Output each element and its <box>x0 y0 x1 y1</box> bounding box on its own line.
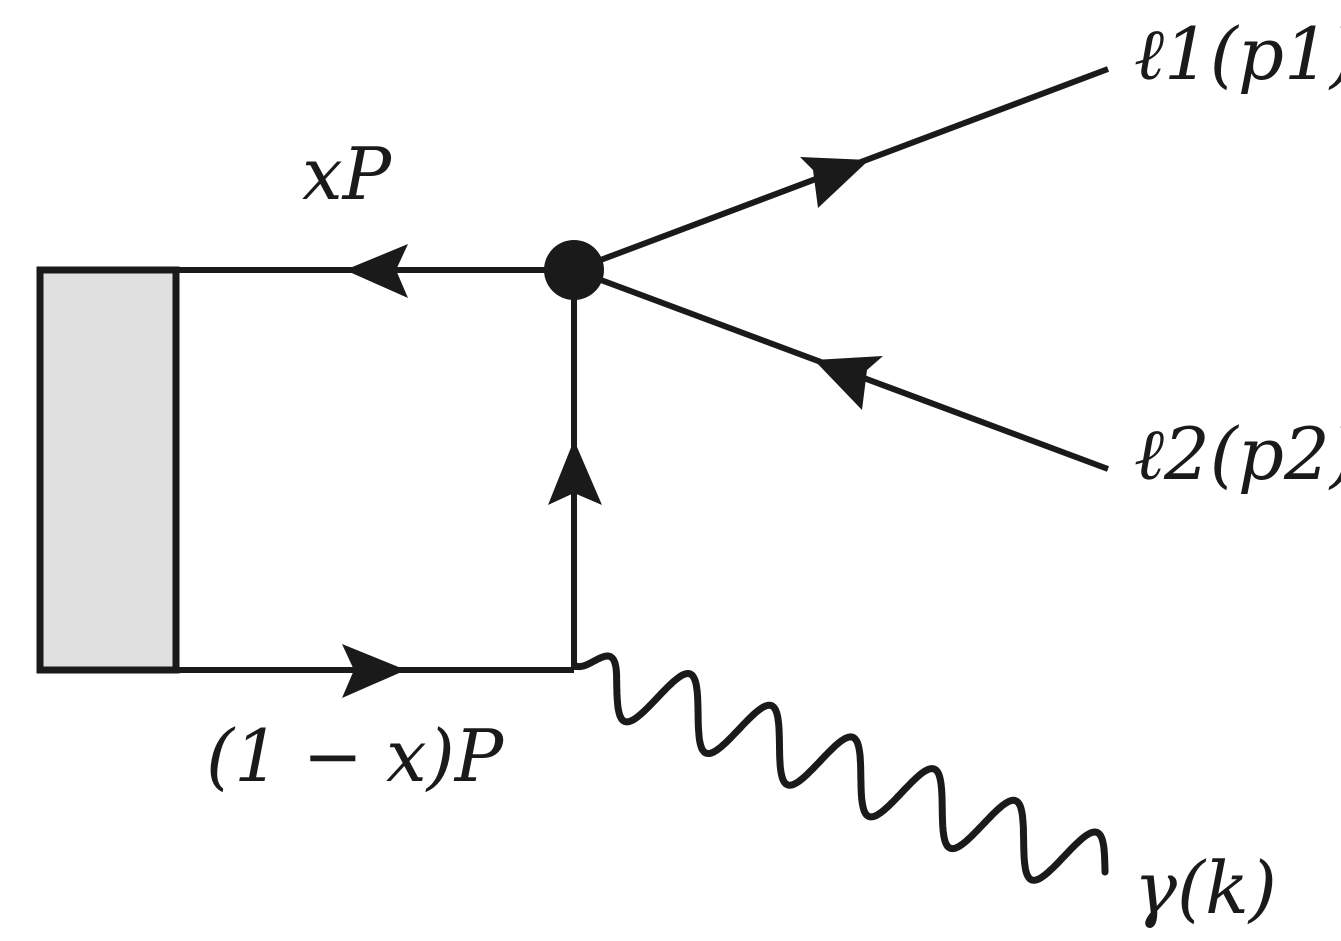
photon-line <box>572 652 1109 884</box>
label-one-minus-x-p: (1 − x)P <box>206 714 504 798</box>
arrow-up-icon <box>548 440 602 505</box>
label-xp: xP <box>302 132 392 216</box>
hadron-blob <box>36 266 180 674</box>
label-photon: γ(k) <box>1134 846 1277 930</box>
arrow-right-icon <box>342 644 406 698</box>
label-lepton-1: ℓ1(p1) <box>1134 12 1341 96</box>
vertex-dot <box>544 240 604 300</box>
label-lepton-2: ℓ2(p2) <box>1134 412 1341 496</box>
arrow-outgoing-icon <box>800 157 869 208</box>
arrow-left-icon <box>345 244 408 298</box>
arrow-incoming-icon <box>814 356 883 410</box>
